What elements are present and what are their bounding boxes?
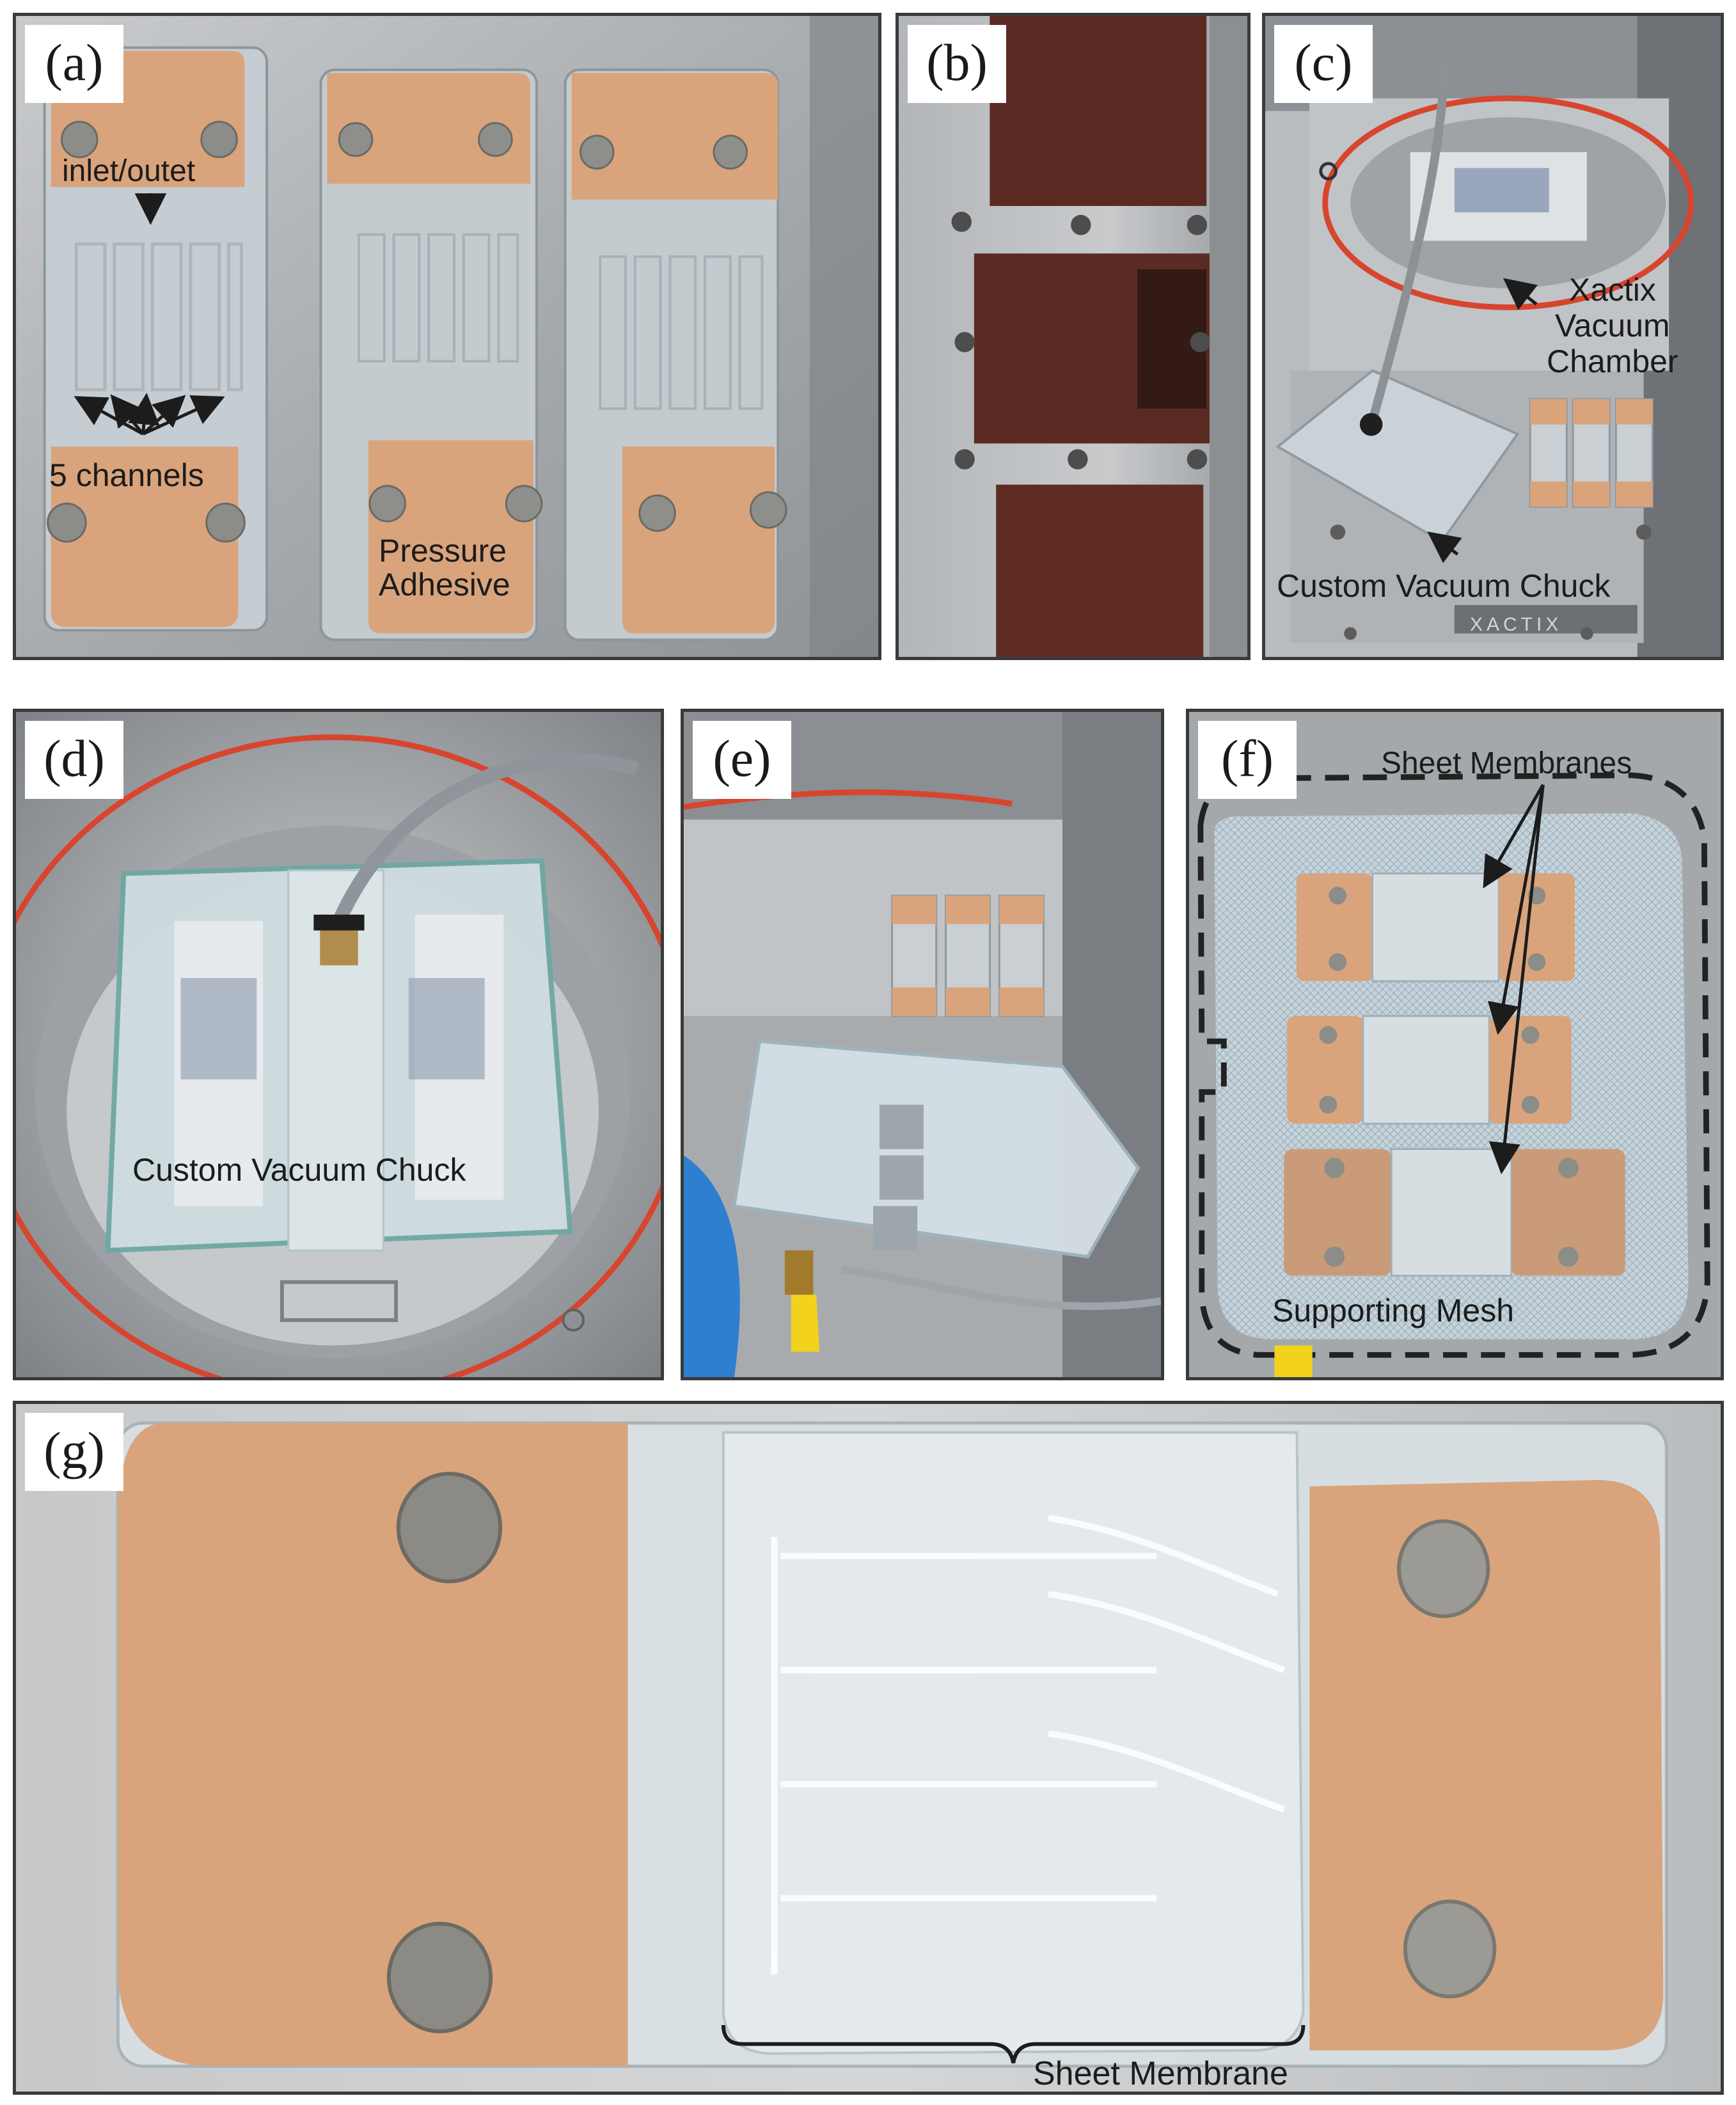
inlet-outlet-label: inlet/outet — [62, 154, 196, 188]
panel-b-photo — [899, 16, 1247, 657]
panel-a-photo — [16, 16, 878, 657]
panel-b: (b) — [896, 13, 1251, 660]
panel-d-label: (d) — [25, 721, 123, 799]
panel-e-photo — [684, 712, 1161, 1377]
panel-d: (d) Custom Vacuum Chuck — [13, 709, 664, 1380]
panel-a: (a) inlet/outet 5 channels Pressure Adhe… — [13, 13, 881, 660]
panel-g: (g) Sheet Membrane — [13, 1401, 1724, 2095]
panel-a-label: (a) — [25, 25, 123, 103]
supporting-mesh-label: Supporting Mesh — [1272, 1293, 1515, 1328]
panel-c-label: (c) — [1274, 25, 1373, 103]
panel-b-label: (b) — [908, 25, 1006, 103]
xactix-chamber-label: Xactix Vacuum Chamber — [1547, 272, 1678, 379]
panel-e: (e) — [681, 709, 1164, 1380]
panel-f: (f) Sheet Membranes Supporting Mesh — [1186, 709, 1724, 1380]
panel-c-photo — [1265, 16, 1721, 657]
channels-label: 5 channels — [49, 457, 204, 493]
sheet-membranes-label: Sheet Membranes — [1381, 746, 1632, 780]
xactix-brand-plate: XACTIX — [1470, 614, 1563, 635]
panel-d-photo — [16, 712, 661, 1377]
panel-e-label: (e) — [693, 721, 791, 799]
pressure-adhesive-label: Pressure Adhesive — [379, 533, 510, 603]
panel-c: (c) Xactix Vacuum Chamber Custom Vacuum … — [1262, 13, 1724, 660]
custom-vacuum-chuck-label-d: Custom Vacuum Chuck — [132, 1152, 466, 1188]
custom-vacuum-chuck-label: Custom Vacuum Chuck — [1277, 568, 1611, 604]
sheet-membrane-label: Sheet Membrane — [1033, 2055, 1288, 2092]
panel-f-label: (f) — [1198, 721, 1297, 799]
panel-g-photo — [16, 1404, 1721, 2092]
panel-f-photo — [1189, 712, 1721, 1377]
panel-g-label: (g) — [25, 1413, 123, 1491]
